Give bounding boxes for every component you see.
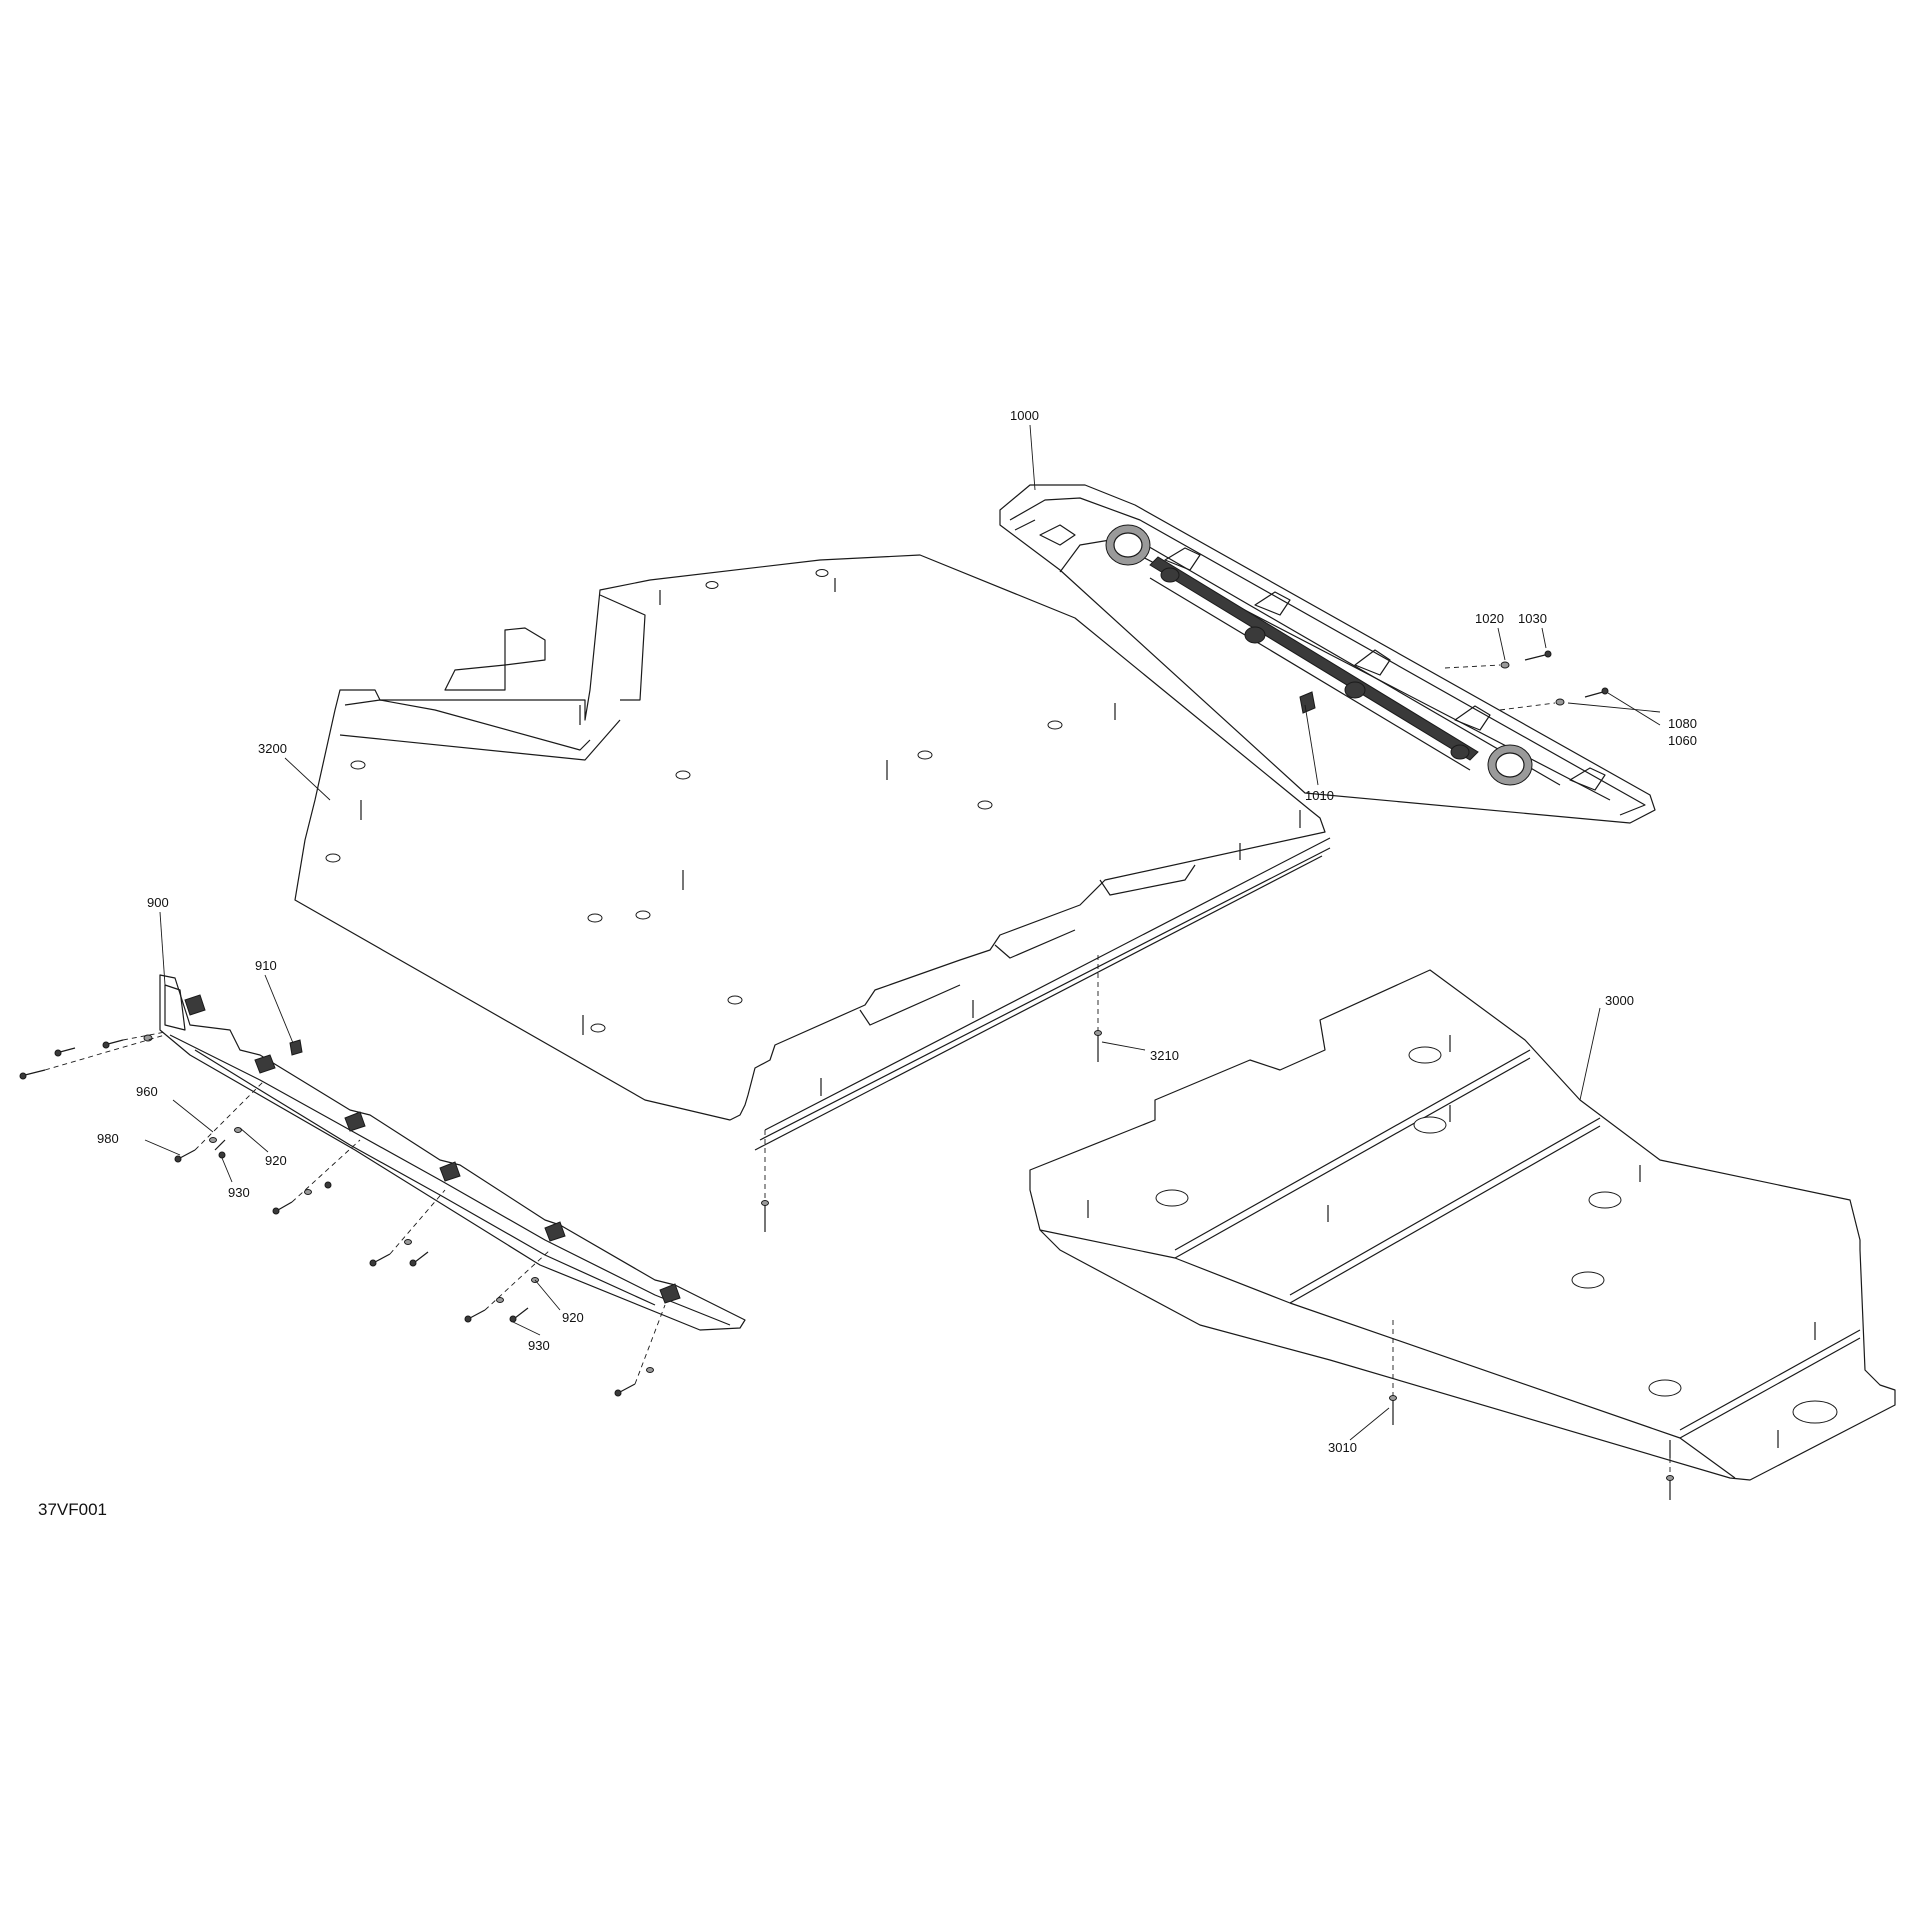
callout-960: 960 bbox=[136, 1084, 158, 1099]
callout-900: 900 bbox=[147, 895, 169, 910]
callout-980: 980 bbox=[97, 1131, 119, 1146]
callout-930-upper: 930 bbox=[228, 1185, 250, 1200]
floor-panel-3000 bbox=[1029, 969, 1896, 1500]
callout-1060: 1060 bbox=[1668, 733, 1697, 748]
callout-leaders bbox=[144, 424, 1661, 1441]
callout-1030: 1030 bbox=[1518, 611, 1547, 626]
callout-1020: 1020 bbox=[1475, 611, 1504, 626]
callout-920-upper: 920 bbox=[265, 1153, 287, 1168]
figure-id: 37VF001 bbox=[38, 1500, 107, 1519]
callout-3200: 3200 bbox=[258, 741, 287, 756]
callout-3000: 3000 bbox=[1605, 993, 1634, 1008]
rear-bar-1000 bbox=[999, 484, 1656, 824]
side-rail-900 bbox=[19, 974, 746, 1397]
floor-panel-3200 bbox=[294, 554, 1331, 1232]
callout-1000: 1000 bbox=[1010, 408, 1039, 423]
callout-930-lower: 930 bbox=[528, 1338, 550, 1353]
callout-920-lower: 920 bbox=[562, 1310, 584, 1325]
callout-1010: 1010 bbox=[1305, 788, 1334, 803]
callout-labels: 1000 1010 1020 1030 1060 1080 3200 3210 … bbox=[97, 408, 1697, 1455]
callout-1080: 1080 bbox=[1668, 716, 1697, 731]
callout-910: 910 bbox=[255, 958, 277, 973]
callout-3210: 3210 bbox=[1150, 1048, 1179, 1063]
callout-3010: 3010 bbox=[1328, 1440, 1357, 1455]
